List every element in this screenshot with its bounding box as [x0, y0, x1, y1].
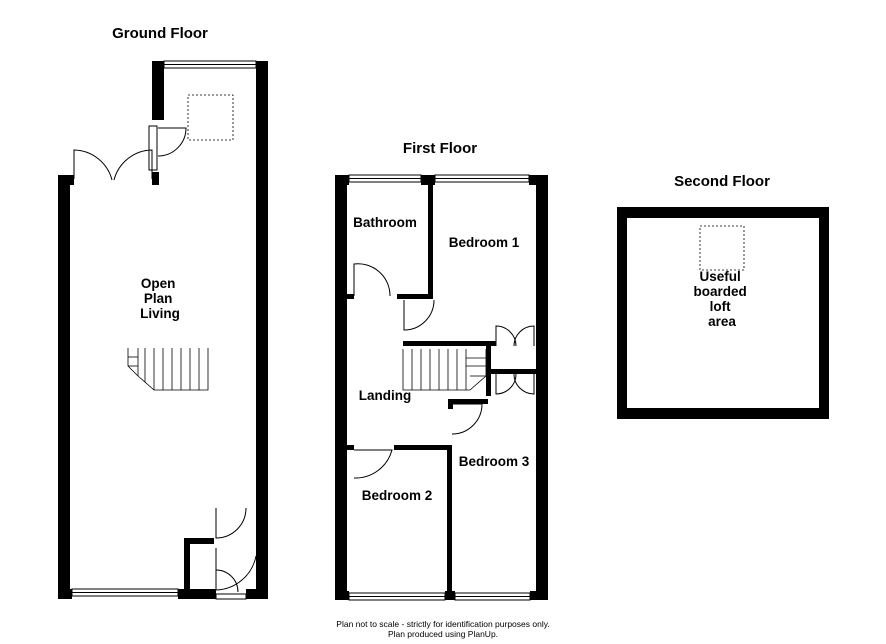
- room-label-open-plan-living: Open Plan Living: [140, 276, 180, 321]
- first-floor-windows: [348, 174, 531, 601]
- first-floor-doors: [353, 263, 535, 479]
- loft-hatch: [187, 94, 234, 141]
- first-floor-stairs: [402, 349, 487, 391]
- second-floor-title: Second Floor: [674, 173, 770, 190]
- second-floor-walls: [617, 207, 829, 419]
- room-label-landing: Landing: [359, 388, 412, 403]
- footer-credit: Plan produced using PlanUp.: [387, 629, 499, 639]
- first-floor-title: First Floor: [403, 140, 477, 157]
- room-label-bedroom-1: Bedroom 1: [449, 235, 520, 250]
- room-label-loft-area: Useful boarded loft area: [693, 269, 750, 329]
- second-floor: Second Floor Useful boarded loft area: [617, 173, 829, 419]
- ground-floor-title: Ground Floor: [112, 25, 208, 42]
- loft-hatch-second-floor: [699, 225, 745, 271]
- ground-floor: Ground Floor: [58, 25, 268, 600]
- ground-floor-stairs: [127, 348, 209, 391]
- ground-floor-windows: [71, 60, 257, 600]
- ground-floor-walls: [58, 61, 268, 599]
- room-label-bedroom-3: Bedroom 3: [459, 454, 530, 469]
- ground-floor-doors: [73, 125, 257, 593]
- room-label-bedroom-2: Bedroom 2: [362, 488, 433, 503]
- room-label-bathroom: Bathroom: [353, 215, 417, 230]
- first-floor: First Floor: [335, 140, 548, 601]
- footer-disclaimer: Plan not to scale - strictly for identif…: [336, 619, 550, 629]
- first-floor-walls: [335, 175, 548, 600]
